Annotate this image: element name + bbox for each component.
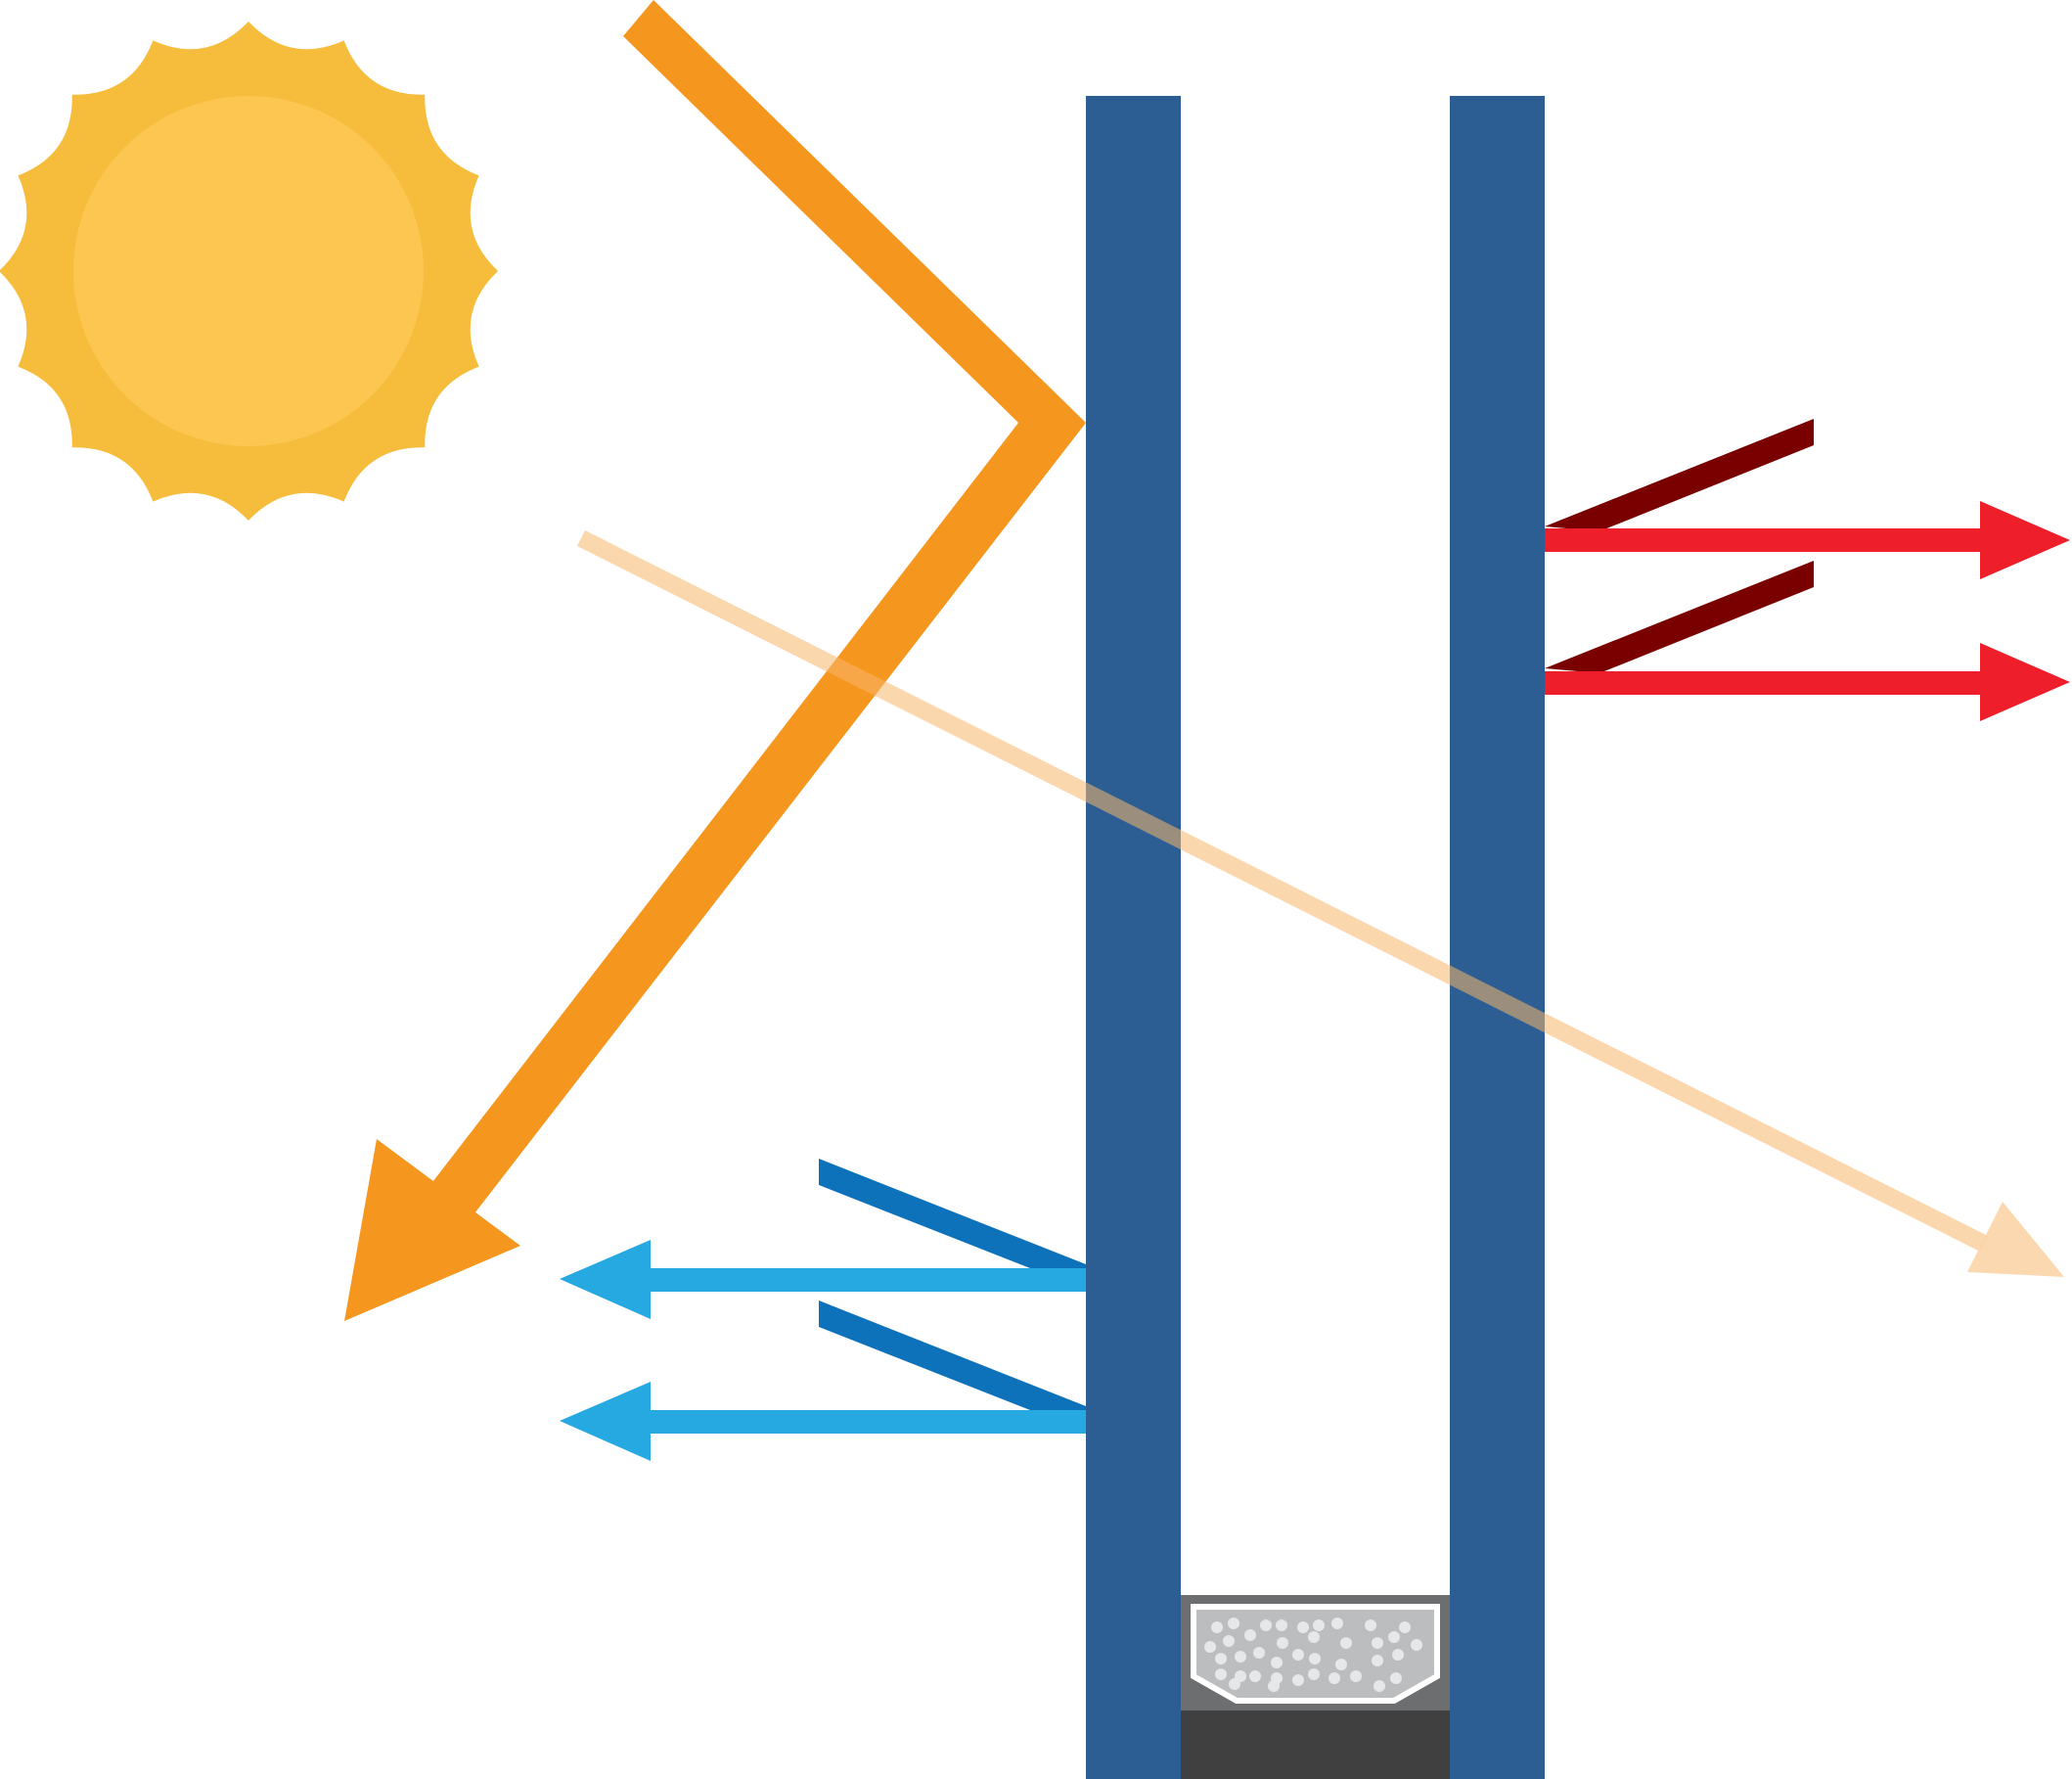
desiccant-dots: [1204, 1618, 1422, 1692]
sun-icon: [0, 22, 498, 521]
heat-in-dark-wedge: [819, 1159, 1086, 1268]
heat-out-dark-wedge: [1545, 419, 1814, 531]
heat-in-shaft: [651, 1410, 1086, 1434]
desiccant-dot: [1253, 1647, 1265, 1659]
desiccant-dot: [1204, 1641, 1216, 1653]
desiccant-dot: [1277, 1637, 1288, 1649]
heat-in-shaft: [651, 1268, 1086, 1292]
desiccant-dot: [1215, 1668, 1227, 1680]
heat-out-shaft: [1545, 671, 1980, 695]
heat-out-shaft: [1545, 528, 1980, 552]
sun-core: [73, 96, 424, 446]
desiccant-dot: [1340, 1637, 1352, 1649]
heat-arrow-in-2: [560, 1300, 1086, 1461]
desiccant-dot: [1235, 1651, 1246, 1663]
heat-arrow-out-2: [1545, 561, 2070, 721]
desiccant-dot: [1223, 1635, 1235, 1647]
desiccant-dot: [1411, 1639, 1422, 1651]
heat-in-arrowhead: [560, 1382, 651, 1461]
desiccant-dot: [1313, 1619, 1325, 1631]
desiccant-dot: [1390, 1672, 1402, 1684]
heat-radiation-outward: [1545, 419, 2070, 721]
spacer-with-desiccant: [1181, 1595, 1450, 1711]
transmitted-ray-arrowhead: [1967, 1202, 2064, 1277]
desiccant-dot: [1244, 1629, 1256, 1641]
reflected-ray-arrowhead: [344, 1139, 520, 1321]
heat-in-arrowhead: [560, 1240, 651, 1319]
transmitted-solar-ray: [577, 530, 2064, 1277]
desiccant-dot: [1292, 1649, 1304, 1661]
desiccant-dot: [1309, 1653, 1321, 1665]
desiccant-dot: [1276, 1619, 1287, 1631]
heat-arrow-in-1: [560, 1159, 1086, 1319]
desiccant-dot: [1335, 1659, 1347, 1670]
desiccant-dot: [1215, 1653, 1227, 1665]
desiccant-dot: [1260, 1619, 1272, 1631]
outer-glass-pane: [1086, 96, 1181, 1779]
desiccant-dot: [1350, 1670, 1362, 1682]
heat-radiation-inward: [560, 1159, 1086, 1461]
desiccant-dot: [1374, 1680, 1385, 1692]
desiccant-dot: [1308, 1668, 1320, 1680]
transmitted-ray-body: [577, 530, 1988, 1252]
heat-out-arrowhead: [1980, 501, 2070, 579]
sealant-block: [1181, 1711, 1450, 1779]
desiccant-dot: [1388, 1631, 1400, 1643]
desiccant-dot: [1372, 1637, 1383, 1649]
heat-out-dark-wedge: [1545, 561, 1814, 673]
heat-out-arrowhead: [1980, 643, 2070, 721]
desiccant-dot: [1228, 1618, 1239, 1629]
desiccant-dot: [1308, 1631, 1320, 1643]
desiccant-dot: [1229, 1678, 1240, 1690]
desiccant-dot: [1292, 1674, 1304, 1686]
desiccant-dot: [1329, 1672, 1340, 1684]
desiccant-dot: [1268, 1680, 1280, 1692]
desiccant-dot: [1271, 1657, 1283, 1668]
desiccant-dot: [1331, 1618, 1343, 1629]
desiccant-dot: [1249, 1670, 1261, 1682]
desiccant-dot: [1211, 1621, 1223, 1633]
desiccant-dot: [1392, 1649, 1404, 1661]
desiccant-dot: [1399, 1621, 1411, 1633]
desiccant-dot: [1372, 1655, 1383, 1666]
heat-in-dark-wedge: [819, 1300, 1086, 1410]
reflected-ray-body: [429, 0, 1086, 1217]
inner-glass-pane: [1450, 96, 1545, 1779]
heat-arrow-out-1: [1545, 419, 2070, 579]
desiccant-dot: [1297, 1621, 1309, 1633]
reflected-solar-ray: [344, 0, 1086, 1321]
desiccant-dot: [1365, 1619, 1376, 1631]
